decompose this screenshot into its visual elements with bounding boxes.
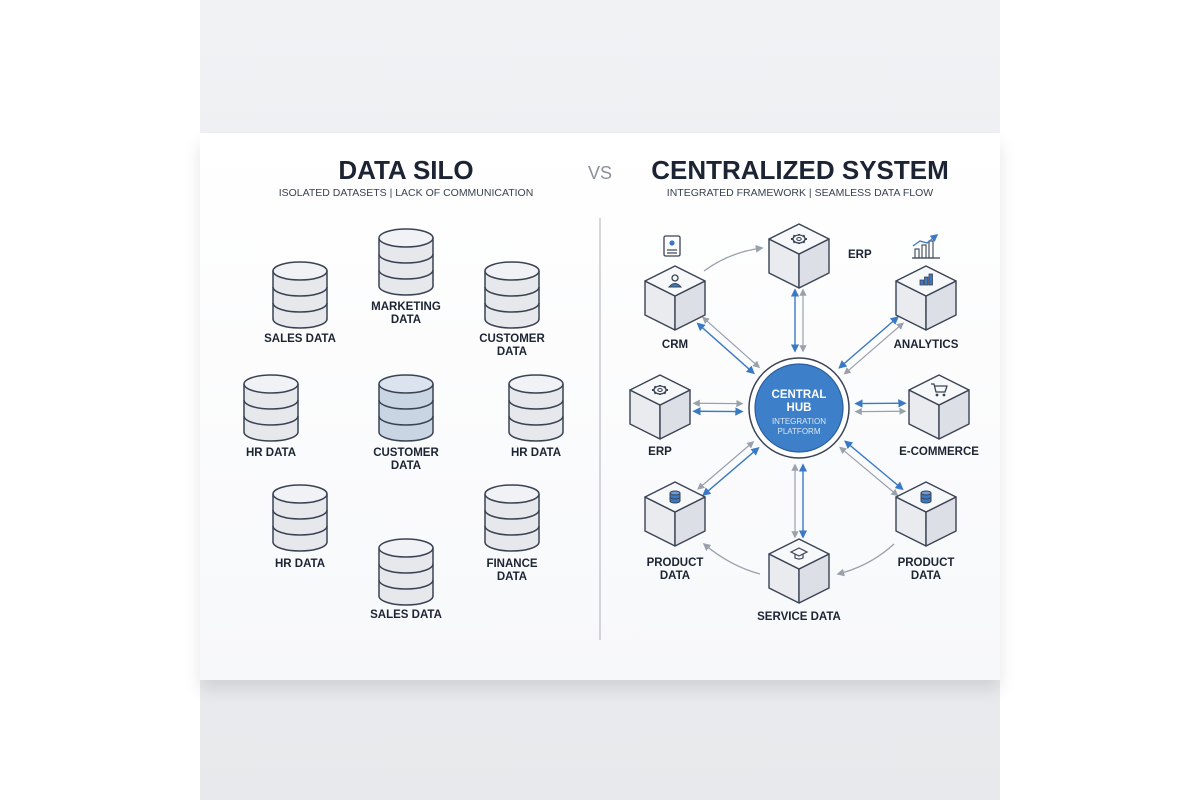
silo-database-3	[484, 261, 540, 329]
silo-label-3: CUSTOMER	[479, 333, 545, 345]
right-subtitle: INTEGRATED FRAMEWORK | SEAMLESS DATA FLO…	[667, 187, 934, 199]
spoke-1	[790, 288, 807, 353]
shopping-cart-icon	[931, 383, 948, 397]
silo-database-5	[378, 374, 434, 442]
silo-label-1: SALES DATA	[264, 333, 336, 345]
node-label-3: E-COMMERCE	[899, 446, 979, 458]
node-label-2: ANALYTICS	[894, 339, 959, 351]
vs-label: VS	[588, 163, 612, 183]
trend-chart-icon	[912, 234, 940, 259]
right-title: CENTRALIZED SYSTEM	[651, 155, 949, 185]
node-label-5: SERVICE DATA	[757, 611, 841, 623]
spoke-8	[696, 316, 761, 375]
silo-database-9	[378, 538, 434, 606]
node-label-4: PRODUCT	[898, 557, 955, 569]
node-label-6: PRODUCT	[647, 557, 704, 569]
silo-label-3-line2: DATA	[497, 346, 527, 358]
spoke-3	[854, 399, 907, 416]
silo-label-5-line2: DATA	[391, 460, 421, 472]
gear-icon	[652, 385, 668, 395]
spoke-2	[838, 316, 905, 375]
bar-chart-icon	[919, 273, 933, 286]
silo-label-8: FINANCE	[486, 558, 537, 570]
hub-line4: PLATFORM	[778, 427, 821, 436]
node-label-8: CRM	[662, 339, 688, 351]
spoke-5	[791, 463, 808, 539]
spoke-7	[692, 399, 744, 416]
user-icon	[667, 274, 683, 288]
system-nodes: ERPANALYTICSE-COMMERCEPRODUCTDATASERVICE…	[629, 223, 979, 623]
silo-label-2-line2: DATA	[391, 314, 421, 326]
spoke-6	[697, 441, 760, 497]
node-label-7: ERP	[648, 446, 672, 458]
hub-line1: CENTRAL	[772, 389, 827, 401]
silo-database-8	[484, 484, 540, 552]
graduation-cap-icon	[789, 547, 809, 560]
node-cube-1	[768, 223, 830, 289]
silo-database-2	[378, 228, 434, 296]
silo-label-7: HR DATA	[275, 558, 325, 570]
outer-flow-arrows	[702, 244, 895, 577]
node-label-4-line2: DATA	[911, 570, 941, 582]
database-icon	[669, 490, 681, 504]
hub-line2: HUB	[787, 402, 812, 414]
node-cube-8	[644, 265, 706, 331]
database-icon	[920, 490, 932, 504]
id-card-icon	[663, 235, 681, 257]
silo-label-9: SALES DATA	[370, 609, 442, 621]
spoke-4	[839, 440, 904, 497]
node-cube-2	[895, 265, 957, 331]
silo-database-1	[272, 261, 328, 329]
connections	[692, 288, 907, 539]
silo-label-2: MARKETING	[371, 301, 441, 313]
hub-line3: INTEGRATION	[772, 417, 826, 426]
silo-database-7	[272, 484, 328, 552]
node-cube-7	[629, 374, 691, 440]
silo-database-4	[243, 374, 299, 442]
node-label-6-line2: DATA	[660, 570, 690, 582]
node-cube-3	[908, 374, 970, 440]
silo-label-6: HR DATA	[511, 447, 561, 459]
node-label-1: ERP	[848, 249, 872, 261]
silo-label-8-line2: DATA	[497, 571, 527, 583]
flow-arrow-crm-erp	[703, 244, 764, 272]
central-hub: CENTRAL HUB INTEGRATION PLATFORM	[748, 357, 850, 459]
silo-label-5: CUSTOMER	[373, 447, 439, 459]
silo-label-4: HR DATA	[246, 447, 296, 459]
left-title: DATA SILO	[338, 155, 473, 185]
left-subtitle: ISOLATED DATASETS | LACK OF COMMUNICATIO…	[279, 187, 534, 199]
flow-arrow-service-product	[702, 542, 761, 575]
flow-arrow-product-service	[836, 543, 895, 577]
silo-database-6	[508, 374, 564, 442]
gear-icon	[791, 234, 807, 244]
